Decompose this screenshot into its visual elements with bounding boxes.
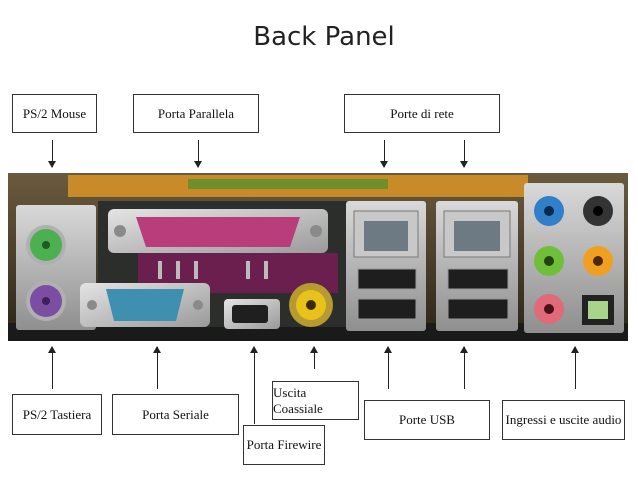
label-parallel-port: Porta Parallela: [133, 94, 259, 133]
label-ps2-mouse: PS/2 Mouse: [12, 94, 97, 133]
arrow-audio-io: [571, 346, 579, 389]
label-ps2-keyboard: PS/2 Tastiera: [12, 394, 102, 435]
parallel-port: [136, 217, 300, 247]
label-usb-ports: Porte USB: [364, 400, 490, 440]
label-serial-port: Porta Seriale: [112, 394, 239, 435]
arrow-serial-port: [153, 346, 161, 389]
firewire-port: [232, 305, 268, 323]
arrow-firewire-port: [250, 346, 258, 424]
label-firewire-port: Porta Firewire: [243, 425, 325, 465]
arrow-coaxial-out: [310, 346, 318, 369]
label-coaxial-out: Uscita Coassiale: [272, 381, 359, 420]
ethernet-port-2: [454, 221, 500, 251]
usb-port-4: [447, 298, 509, 320]
ethernet-port-1: [364, 221, 408, 251]
arrow-network-port-2: [460, 140, 468, 168]
diagram-title: Back Panel: [253, 22, 395, 52]
arrow-ps2-mouse: [48, 140, 56, 168]
usb-port-3: [447, 268, 509, 290]
back-panel-image: [8, 173, 628, 341]
arrow-ps2-keyboard: [48, 346, 56, 389]
arrow-usb-port-2: [460, 346, 468, 389]
arrow-network-port-1: [380, 140, 388, 168]
label-network-ports: Porte di rete: [344, 94, 500, 133]
usb-port-2: [357, 298, 417, 320]
usb-port-1: [357, 268, 417, 290]
label-audio-io: Ingressi e uscite audio: [502, 400, 625, 440]
arrow-parallel-port: [194, 140, 202, 168]
arrow-usb-port-1: [384, 346, 392, 389]
serial-port: [106, 289, 184, 321]
